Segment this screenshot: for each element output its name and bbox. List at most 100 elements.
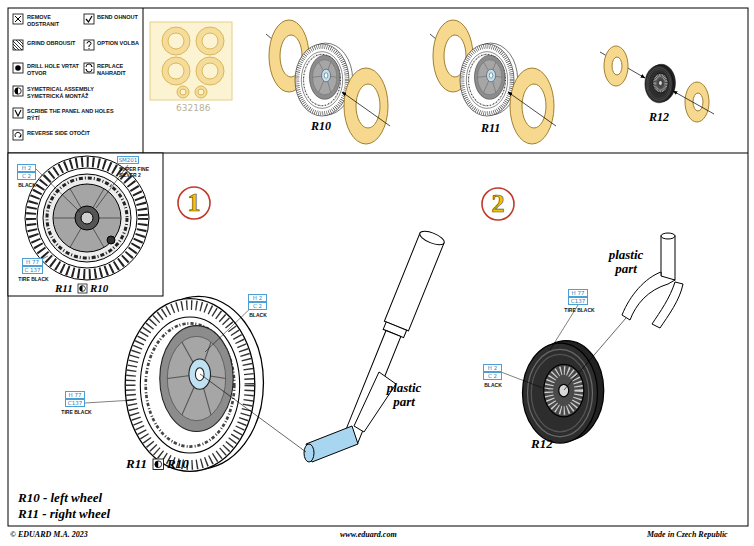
- origin-note: Made in Czech Republic: [647, 530, 728, 540]
- paint-code: H 77: [23, 259, 42, 266]
- sidewall-lettering: [47, 178, 127, 258]
- mask-ring: [162, 57, 190, 85]
- step-number: 1: [177, 186, 211, 220]
- scribe-glyph: [15, 110, 21, 116]
- paint-name: SUPER FINE SILVER 2: [119, 166, 155, 178]
- paint-code-box: H 2: [17, 164, 36, 172]
- paint-code-box: C137TIRE BLACK: [65, 399, 85, 407]
- wheel-r11: [460, 43, 518, 116]
- paint-code-box: C137TIRE BLACK: [568, 297, 588, 305]
- legend-symbol: [13, 63, 23, 73]
- legend-entry: SCRIBE THE PANEL AND HOLES RÝTÍ: [27, 108, 117, 121]
- paint-name: BLACK: [243, 312, 273, 318]
- tail-post-top: [661, 233, 675, 239]
- paint-code: C 2: [484, 373, 501, 380]
- mask-hole: [693, 93, 703, 111]
- replace-glyph: [86, 64, 92, 72]
- mask-ring: [344, 68, 388, 144]
- mask-ring: [604, 46, 628, 86]
- axle-hole: [81, 212, 93, 224]
- symmetry-symbol: [153, 459, 164, 470]
- mask-hole: [522, 84, 546, 128]
- paint-name: TIRE BLACK: [557, 307, 602, 313]
- mask-ring: [196, 27, 224, 55]
- strut-cylinder: [384, 233, 444, 331]
- exploded-wheels: [266, 20, 714, 144]
- mask-hole: [168, 63, 184, 79]
- assembly-arrow: [342, 92, 390, 126]
- mask-hole: [202, 33, 218, 49]
- wheel-r12: [645, 64, 676, 103]
- legend-symbol: [84, 14, 94, 24]
- paint-code: C 2: [249, 303, 266, 310]
- detail-frame: [8, 153, 163, 296]
- mask-hole: [202, 63, 218, 79]
- paint-code: C137: [66, 400, 84, 407]
- legend-entry: REPLACE NAHRADIT: [97, 63, 141, 76]
- remove-glyph: [15, 16, 21, 22]
- grind-glyph: [13, 40, 23, 50]
- hub-spokes: [53, 189, 121, 248]
- legend-entry: GRIND OBROUSIT: [27, 40, 79, 47]
- legend-symbol: [13, 86, 23, 96]
- assembly-arrow: [673, 91, 714, 114]
- mask-hole: [198, 89, 204, 95]
- legend-entry: SYMETRICAL ASSEMBLY SYMETRICKÁ MONTÁŽ: [27, 86, 109, 99]
- copyright: © EDUARD M.A. 2023: [10, 530, 88, 540]
- mask-hole: [612, 57, 622, 75]
- paint-code: C 137: [23, 267, 42, 274]
- paint-code: C137: [569, 298, 587, 305]
- paint-code: SM201: [118, 157, 138, 164]
- step-number: 2: [481, 187, 515, 221]
- option-glyph: [87, 42, 91, 48]
- mask-sheet-number: 632186: [176, 103, 210, 113]
- mask-sheet-frame: [150, 22, 232, 100]
- part-number: R11: [126, 456, 147, 471]
- step-number-circle: 1: [177, 186, 211, 220]
- legend-symbol: [13, 14, 23, 24]
- symmetry-symbol: [78, 284, 87, 293]
- legend-entry: DRILL HOLE VRTAT OTVOR: [27, 63, 79, 76]
- reverse-glyph: [15, 132, 21, 137]
- paint-code-box: H 77: [22, 258, 43, 266]
- mask-sheet: [150, 22, 232, 100]
- part-number: R12: [649, 110, 669, 124]
- caption-note: R10 - left wheel: [18, 490, 102, 505]
- mask-ring: [685, 82, 709, 122]
- paint-code-box: C 137TIRE BLACK: [22, 266, 43, 274]
- paint-code-box: C 2BLACK: [248, 302, 267, 310]
- paint-name: TIRE BLACK: [54, 409, 99, 415]
- part-number: R11: [55, 282, 73, 294]
- leader-line: [85, 400, 134, 403]
- legend-symbol: [13, 108, 23, 118]
- part-number: R10: [90, 282, 108, 294]
- fork-arm: [652, 282, 683, 328]
- tire-tread: [31, 162, 143, 274]
- drill-glyph: [15, 65, 21, 71]
- legend-entry: REVERSE SIDE OTOČIT: [27, 130, 117, 137]
- hub-center: [75, 206, 99, 230]
- paint-name: BLACK: [478, 382, 508, 388]
- main-wheel-r11-r10: [125, 296, 263, 471]
- legend-symbol: [84, 40, 94, 50]
- step-circle: [178, 187, 210, 219]
- paint-name: TIRE BLACK: [11, 276, 56, 282]
- tail-post: [661, 236, 675, 280]
- part-number: R10: [311, 119, 331, 133]
- legend-symbols: [13, 14, 94, 140]
- assembly-line: [200, 374, 306, 452]
- paint-code: H 2: [484, 365, 501, 372]
- assembly-arrow: [508, 92, 556, 126]
- legend-symbol: [84, 63, 94, 73]
- step-number-circle: 2: [481, 187, 515, 221]
- paint-code-box: H 2: [483, 364, 502, 372]
- mask-ring: [177, 86, 189, 98]
- sidewall: [37, 168, 137, 268]
- hub: [53, 184, 121, 252]
- valve: [107, 236, 115, 244]
- bend-glyph: [86, 16, 92, 22]
- note: plastic part: [598, 248, 654, 276]
- leader-line: [501, 372, 548, 390]
- paint-code-box: C 2BLACK: [17, 172, 36, 180]
